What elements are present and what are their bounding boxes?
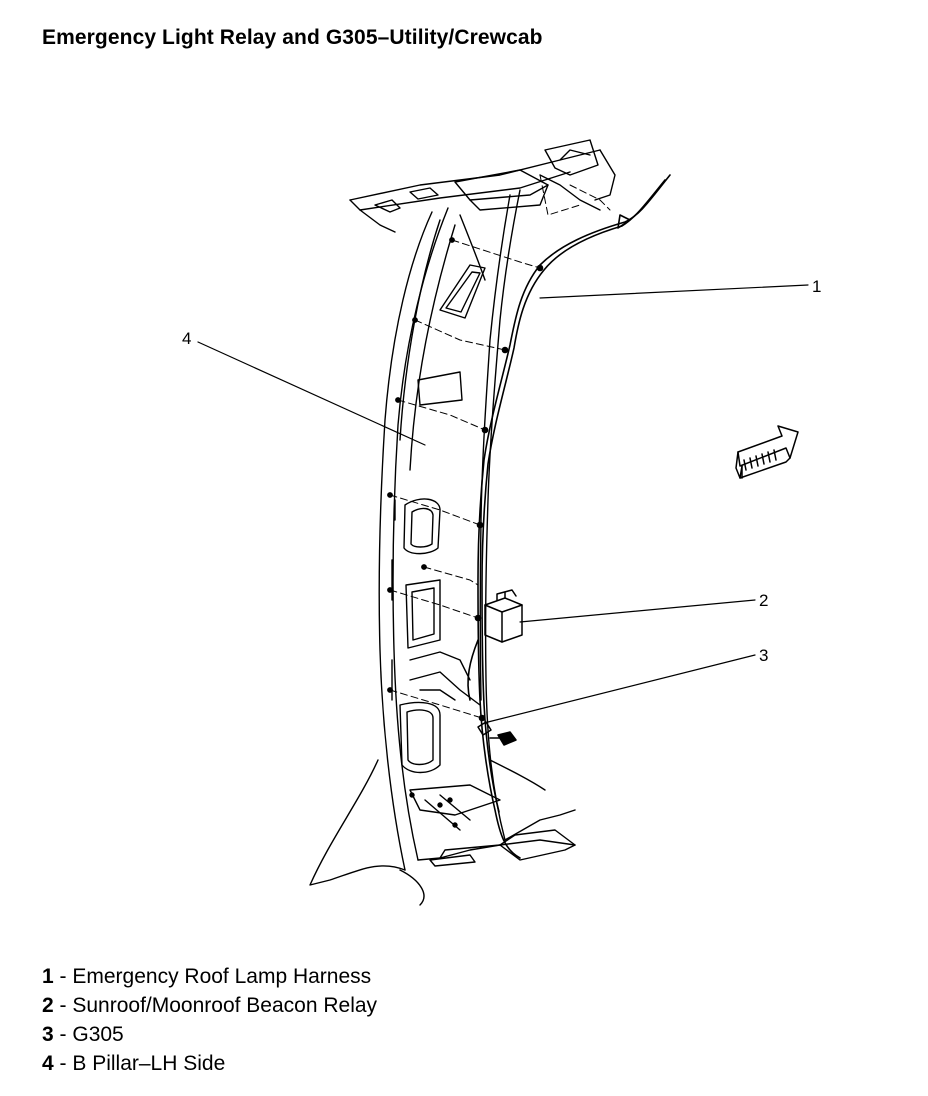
legend-label: Emergency Roof Lamp Harness: [72, 965, 372, 988]
page-title: Emergency Light Relay and G305–Utility/C…: [42, 26, 543, 49]
dashed-attachment-lines: [389, 174, 611, 719]
legend-number: 2: [42, 994, 54, 1017]
pillar-openings: [399, 264, 486, 774]
callout-2: 2: [759, 591, 768, 610]
direction-arrow-icon: [735, 425, 799, 479]
b-pillar-body: [309, 189, 576, 906]
legend-label: B Pillar–LH Side: [72, 1052, 226, 1075]
legend-number: 1: [42, 965, 54, 988]
legend-label: G305: [72, 1023, 124, 1046]
legend-separator: -: [53, 1023, 73, 1046]
legend-number: 4: [42, 1052, 54, 1075]
ground-bolt-icon: [477, 721, 517, 746]
relay-icon: [484, 589, 523, 643]
callout-leaders: [197, 284, 809, 723]
fastener-clips: [387, 237, 544, 828]
callout-4: 4: [182, 329, 191, 348]
floor-panel: [409, 784, 501, 867]
callout-3: 3: [759, 646, 768, 665]
legend-label: Sunroof/Moonroof Beacon Relay: [72, 994, 378, 1017]
legend-item: 4 - B Pillar–LH Side: [42, 1049, 377, 1078]
callout-1: 1: [812, 277, 821, 296]
legend-item: 1 - Emergency Roof Lamp Harness: [42, 962, 377, 991]
legend-number: 3: [42, 1023, 54, 1046]
b-pillar-diagram: 1 4 2 3: [182, 139, 821, 906]
roof-rail: [349, 139, 616, 233]
legend-separator: -: [53, 1052, 73, 1075]
legend-item: 2 - Sunroof/Moonroof Beacon Relay: [42, 991, 377, 1020]
legend-separator: -: [53, 994, 73, 1017]
harness-wire: [467, 174, 671, 859]
callout-legend: 1 - Emergency Roof Lamp Harness 2 - Sunr…: [42, 962, 377, 1078]
legend-separator: -: [53, 965, 73, 988]
legend-item: 3 - G305: [42, 1020, 377, 1049]
